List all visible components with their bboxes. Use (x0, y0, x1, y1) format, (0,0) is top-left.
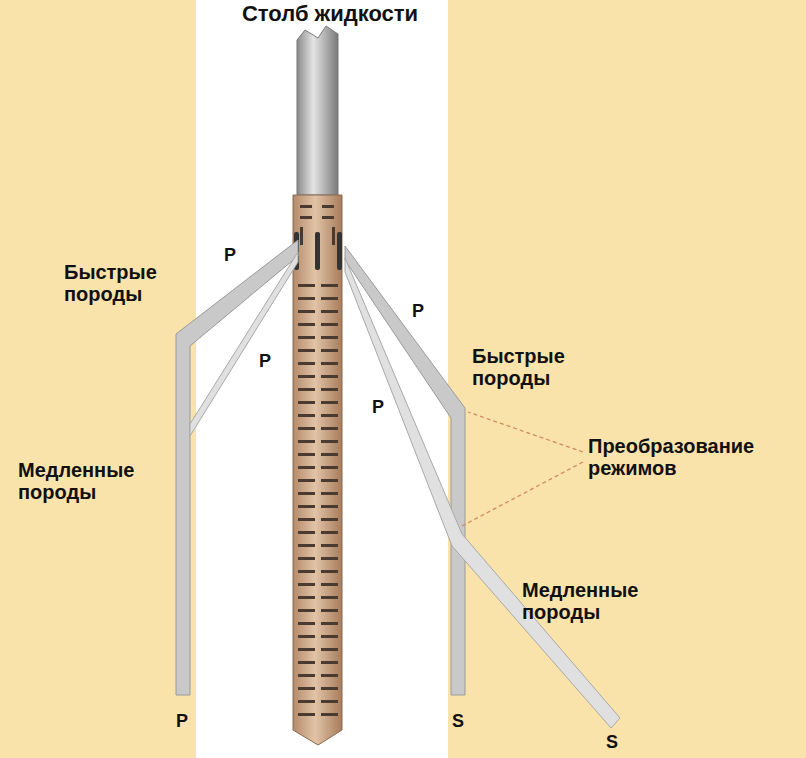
rock-label: Быстрые породы (472, 346, 565, 389)
wireline (297, 26, 338, 195)
tool-slots (294, 280, 341, 720)
wave-label: P (259, 352, 271, 371)
wave-label: P (412, 302, 424, 321)
transmitter (294, 232, 342, 270)
leader-lines (462, 412, 583, 526)
wave-label: P (372, 398, 384, 417)
rock-label: Быстрые породы (64, 262, 157, 305)
wave-label: P (224, 246, 236, 265)
sonic-tool (293, 195, 342, 745)
borehole (196, 0, 448, 758)
mode-conversion-label: Преобразование режимов (588, 436, 754, 479)
wave-label: S (606, 733, 618, 752)
s-wave-slow-right (345, 258, 620, 728)
rock-label: Медленные породы (522, 580, 638, 623)
title: Столб жидкости (242, 2, 418, 26)
wave-label: S (452, 712, 464, 731)
p-wave-fast-left (176, 240, 298, 695)
p-wave-slow-left (190, 252, 298, 436)
wave-label: P (176, 712, 188, 731)
rock-label: Медленные породы (18, 460, 134, 503)
